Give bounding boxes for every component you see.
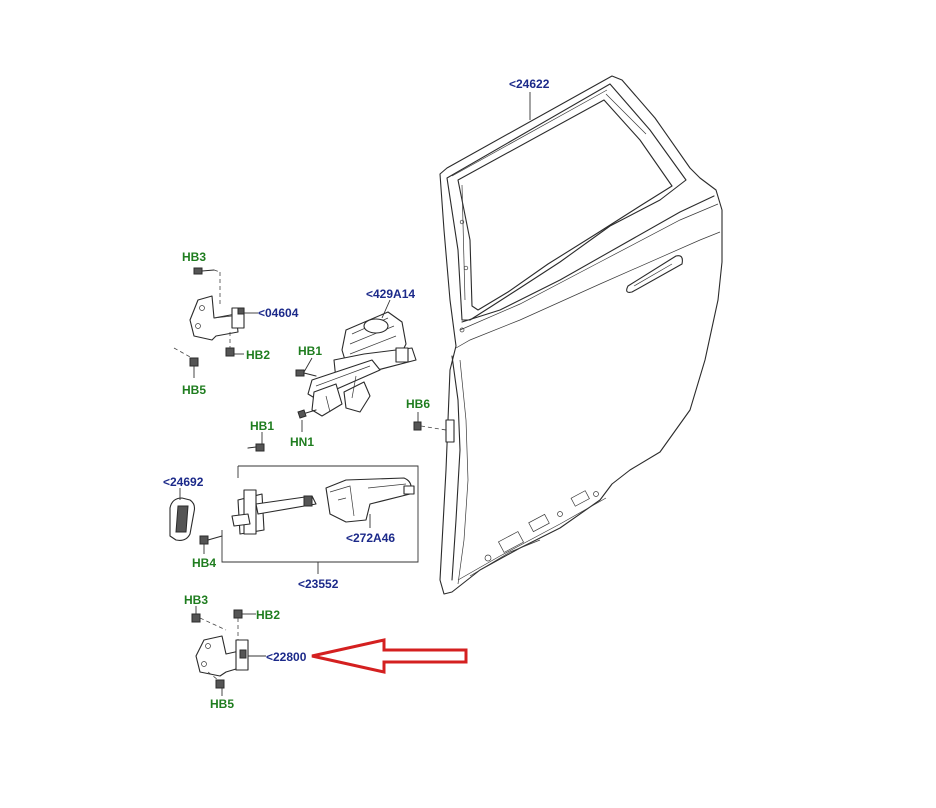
door-bolt bbox=[413, 421, 447, 431]
lower-hinge-bolt-top-label: HB3 bbox=[184, 593, 208, 607]
lower-hinge-bolt-top bbox=[191, 613, 227, 631]
rear-door-shell bbox=[439, 75, 723, 595]
check-strap-label: <272A46 bbox=[346, 531, 395, 545]
upper-hinge-label: <04604 bbox=[258, 306, 299, 320]
door-bolt-label: HB6 bbox=[406, 397, 430, 411]
highlight-arrow bbox=[311, 638, 468, 674]
lower-hinge-bolt-bottom bbox=[207, 671, 225, 689]
door-shell-label: <24622 bbox=[509, 77, 550, 91]
door-latch-label: <429A14 bbox=[366, 287, 415, 301]
lower-hinge-bolt-side-label: HB2 bbox=[256, 608, 280, 622]
lower-hinge bbox=[195, 635, 249, 677]
check-strap-kit-box bbox=[221, 465, 419, 563]
lower-hinge-bolt-side bbox=[233, 609, 243, 640]
check-strap-bolt-top-label: HB1 bbox=[250, 419, 274, 433]
seal-plug-label: <24692 bbox=[163, 475, 204, 489]
check-strap-kit-label: <23552 bbox=[298, 577, 339, 591]
upper-hinge-bolt-top-label: HB3 bbox=[182, 250, 206, 264]
latch-nut-label: HN1 bbox=[290, 435, 314, 449]
door-latch-assembly bbox=[307, 311, 417, 417]
latch-bolt-label: HB1 bbox=[298, 344, 322, 358]
upper-hinge-bolt-top bbox=[193, 267, 221, 304]
check-strap-arm bbox=[231, 489, 317, 535]
latch-bolt bbox=[295, 369, 317, 377]
seal-plug bbox=[169, 497, 196, 541]
upper-hinge-bolt-side bbox=[225, 332, 235, 357]
lower-hinge-label: <22800 bbox=[266, 650, 307, 664]
check-strap-bolt-bottom-label: HB4 bbox=[192, 556, 216, 570]
upper-hinge-bolt-side-label: HB2 bbox=[246, 348, 270, 362]
upper-hinge-bolt-bottom bbox=[173, 347, 199, 367]
check-strap-bolt-bottom bbox=[199, 535, 223, 545]
upper-hinge bbox=[189, 295, 245, 341]
check-strap-bolt-top bbox=[247, 443, 265, 452]
latch-nut bbox=[297, 409, 317, 419]
upper-hinge-bolt-bottom-label: HB5 bbox=[182, 383, 206, 397]
check-strap-body bbox=[325, 477, 415, 523]
lower-hinge-bolt-bottom-label: HB5 bbox=[210, 697, 234, 711]
